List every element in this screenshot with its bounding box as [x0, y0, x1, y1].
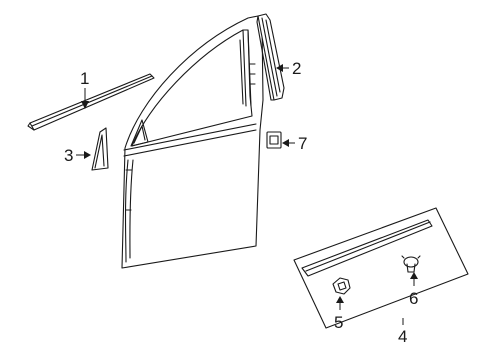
- part-4-door-molding: [301, 219, 433, 277]
- callout-6: 6: [409, 272, 418, 308]
- callout-5: 5: [334, 296, 344, 332]
- part-1-belt-molding: [27, 73, 155, 131]
- part-6-push-pin: [401, 255, 421, 273]
- callout-label-3: 3: [64, 146, 73, 165]
- kit-box: [293, 207, 469, 329]
- callout-4: 4: [398, 318, 407, 346]
- callout-label-6: 6: [409, 289, 418, 308]
- callout-label-5: 5: [334, 313, 343, 332]
- callout-label-1: 1: [80, 69, 89, 88]
- callout-7: 7: [282, 134, 307, 153]
- callout-label-7: 7: [298, 134, 307, 153]
- callout-label-4: 4: [398, 327, 407, 346]
- door-shell: [121, 15, 264, 269]
- callout-2: 2: [276, 59, 301, 78]
- part-5-clip: [332, 277, 351, 295]
- callout-3: 3: [64, 146, 91, 165]
- part-7-clip: [266, 131, 282, 149]
- callout-1: 1: [80, 69, 89, 109]
- part-2-frame-garnish: [256, 13, 285, 101]
- part-3-corner-cover: [91, 127, 109, 171]
- callout-label-2: 2: [292, 59, 301, 78]
